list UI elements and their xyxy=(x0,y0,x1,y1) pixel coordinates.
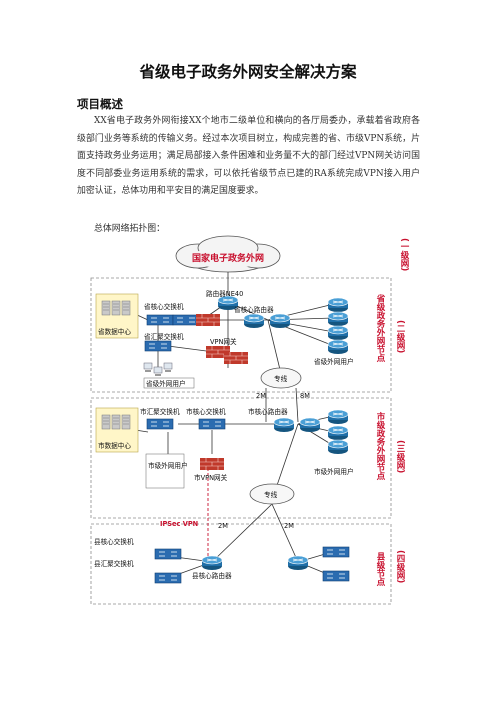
city-core-switch-icon xyxy=(198,418,226,430)
province-firewall-icon xyxy=(195,313,221,327)
label-county-agg-switch: 县汇聚交换机 xyxy=(94,559,134,568)
county-zone xyxy=(90,523,392,605)
label-city-ext-users: 市级外网用户 xyxy=(314,467,354,476)
label-prov-data-center: 省数据中心 xyxy=(98,327,131,336)
label-ipsec-vpn: IPSec VPN xyxy=(160,520,198,528)
tier2-label: (二级网) xyxy=(395,320,406,353)
province-core-router-icon-2 xyxy=(269,313,291,329)
label-prov-core-router: 省核心路由器 xyxy=(234,305,274,314)
national-cloud xyxy=(175,235,281,273)
label-city-agg-switch: 市汇聚交换机 xyxy=(140,407,180,416)
province-zone xyxy=(90,277,392,393)
overview-paragraph: XX省电子政务外网衔接XX个地市二级单位和横向的各厅局委办，承载着省政府各级部门… xyxy=(77,116,420,197)
label-bw-2m-1: 2M xyxy=(256,392,266,400)
label-city-core-switch: 市核心交换机 xyxy=(186,407,226,416)
county-node-label: 县级节点 xyxy=(375,552,386,587)
label-bw-8m: 8M xyxy=(300,392,310,400)
label-prov-users: 省级外网用户 xyxy=(146,379,186,388)
label-prov-core-switch: 省核心交换机 xyxy=(144,302,184,311)
city-vpn-gateway-icon xyxy=(199,457,225,471)
tier4-label: (四级网) xyxy=(395,550,406,583)
province-agg-switch-icon xyxy=(144,340,172,352)
label-city-data-center: 市数据中心 xyxy=(98,441,131,450)
tier1-label: (一级网) xyxy=(399,238,410,271)
label-city-core-router: 市核心路由器 xyxy=(248,407,288,416)
county-core-switch-icon xyxy=(154,548,182,560)
leased-line-cloud-2 xyxy=(249,483,295,505)
province-core-switch-icon xyxy=(146,314,174,326)
tier3-label: (三级网) xyxy=(395,440,406,473)
label-leased-line-2: 专线 xyxy=(264,490,278,499)
page-title: 省级电子政务外网安全解决方案 xyxy=(139,63,357,81)
label-vpn-gateway: VPN网关 xyxy=(210,337,237,346)
label-city-vpn: 市VPN网关 xyxy=(194,473,228,482)
city-core-router-icon-2 xyxy=(299,417,321,433)
label-router-ne40: 路由器NE40 xyxy=(206,289,243,298)
leased-line-cloud-1 xyxy=(260,367,302,389)
city-node-label: 市级政务外网节点 xyxy=(375,411,386,481)
label-county-core-router: 县核心路由器 xyxy=(192,571,232,580)
county-agg-switch-icon xyxy=(154,572,182,584)
county-router-icon xyxy=(287,555,309,571)
label-county-core-switch: 县核心交换机 xyxy=(94,537,134,546)
province-core-switch-icon-2 xyxy=(172,314,200,326)
province-node-label: 省级政务外网节点 xyxy=(375,293,386,363)
city-agg-switch-icon xyxy=(146,418,174,430)
label-prov-agg-switch: 省汇聚交换机 xyxy=(144,332,184,341)
province-core-router-icon xyxy=(243,313,265,329)
city-zone xyxy=(90,397,392,519)
label-bw-2m-2: 2M xyxy=(218,522,228,530)
label-leased-line-1: 专线 xyxy=(274,374,288,383)
network-topology-diagram: 国家电子政务外网 xyxy=(90,235,410,605)
label-bw-2m-3: 2M xyxy=(284,522,294,530)
diagram-caption: 总体网络拓扑图： xyxy=(94,224,165,234)
section-heading: 项目概述 xyxy=(77,97,123,111)
county-core-router-icon xyxy=(201,555,223,571)
city-core-router-icon xyxy=(273,417,295,433)
cloud-label: 国家电子政务外网 xyxy=(192,252,264,264)
label-prov-ext-users: 省级外网用户 xyxy=(314,357,354,366)
label-city-users: 市级外网用户 xyxy=(148,461,188,470)
vpn-gateway-icon-2 xyxy=(223,351,249,365)
